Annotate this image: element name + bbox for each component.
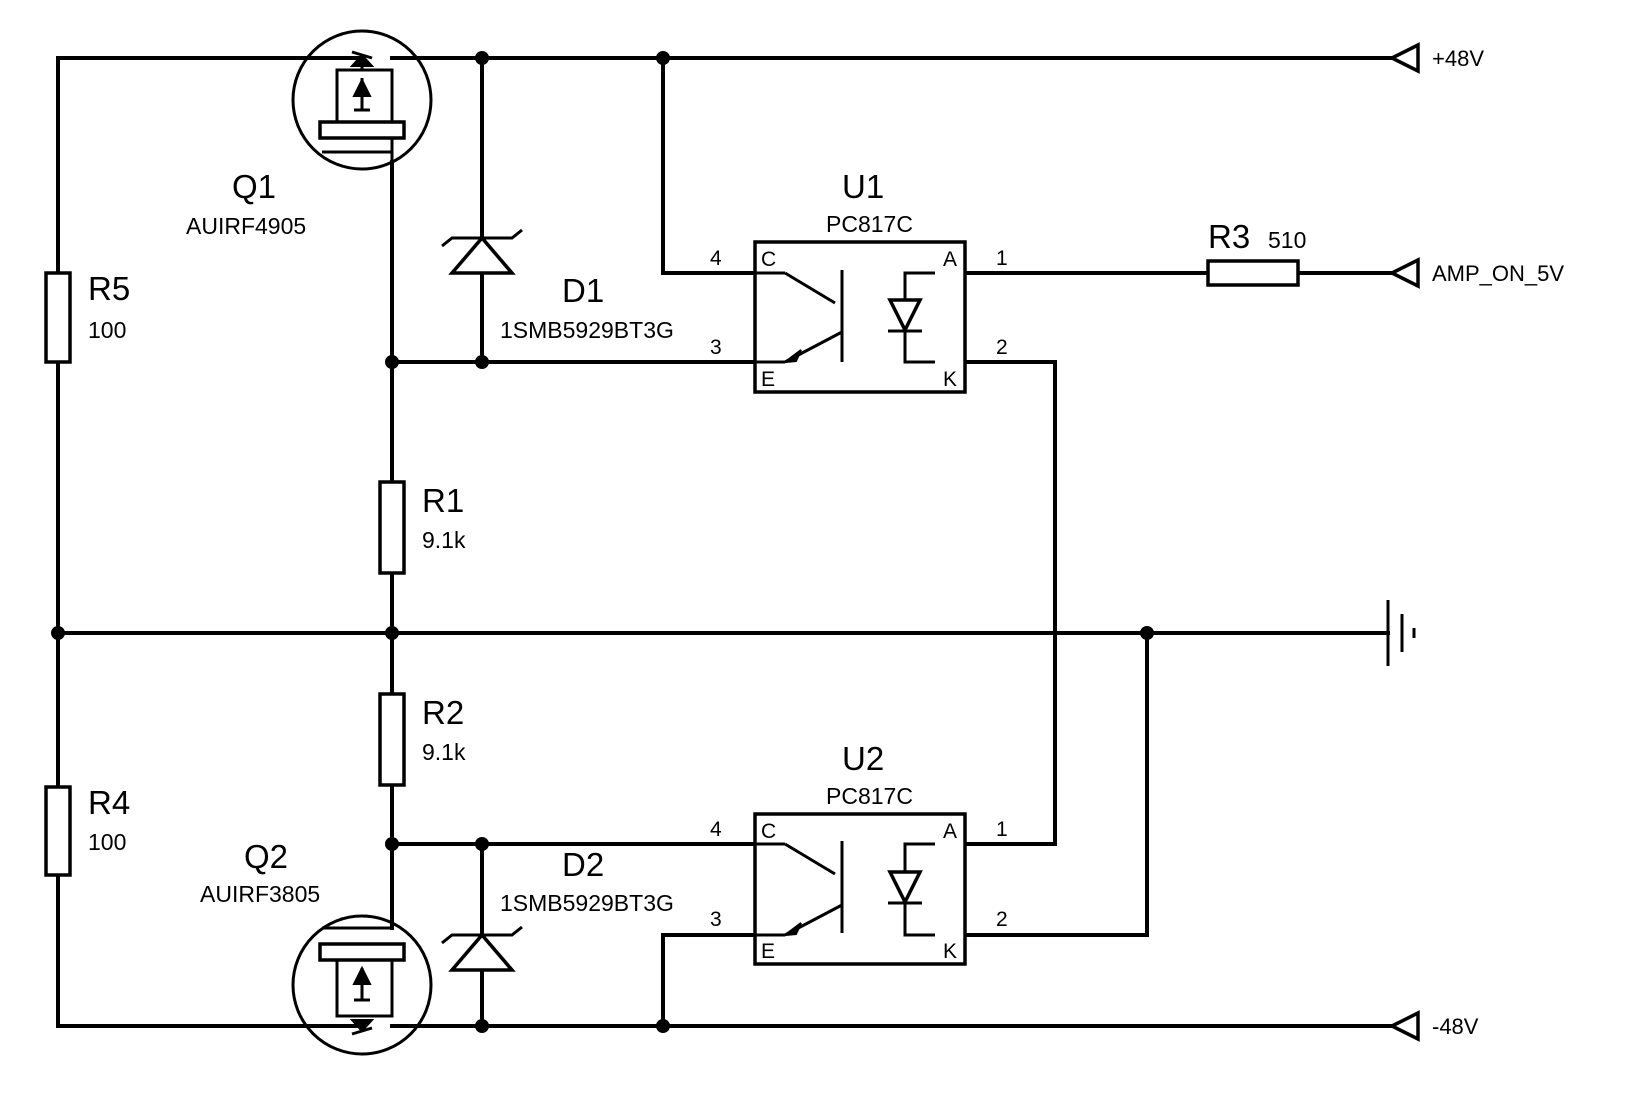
resistor-r1: R1 9.1k <box>378 480 466 575</box>
resistor-r3: R3 510 <box>1206 218 1306 287</box>
ground-symbol <box>1386 600 1416 666</box>
net-port-neg48: -48V <box>1388 1010 1479 1042</box>
d2-ref: D2 <box>562 846 604 883</box>
zener-d2: D2 1SMB5929BT3G <box>441 846 674 972</box>
r2-ref: R2 <box>422 694 464 731</box>
net-port-amp-on: AMP_ON_5V <box>1388 257 1564 289</box>
junction-dot <box>475 837 489 851</box>
resistor-r5: R5 100 <box>44 270 130 364</box>
mosfet-q2-icon <box>291 914 433 1056</box>
u1-pin-num-4: 4 <box>710 247 722 270</box>
r1-value: 9.1k <box>422 527 466 553</box>
net-label-amp-on: AMP_ON_5V <box>1432 261 1564 286</box>
resistor-r2: R2 9.1k <box>378 692 466 787</box>
r5-value: 100 <box>88 317 126 343</box>
u1-pin-num-1: 1 <box>996 247 1008 270</box>
wires <box>56 56 1394 1028</box>
port-arrow-icon <box>1388 1010 1420 1042</box>
optocoupler-u1-icon <box>753 240 967 394</box>
u1-pin-e: E <box>761 368 775 391</box>
junction-dot <box>656 51 670 65</box>
resistor-r1-icon <box>378 480 406 575</box>
u1-ref: U1 <box>842 168 884 205</box>
u2-value: PC817C <box>826 783 913 809</box>
port-arrow-icon <box>1388 42 1420 74</box>
r4-ref: R4 <box>88 784 130 821</box>
r5-ref: R5 <box>88 270 130 307</box>
r3-value: 510 <box>1268 227 1306 253</box>
resistor-r2-icon <box>378 692 406 787</box>
u1-pin-num-2: 2 <box>996 336 1008 359</box>
junction-dot <box>656 1019 670 1033</box>
optocoupler-u2-icon <box>753 812 967 966</box>
r3-ref: R3 <box>1208 218 1250 255</box>
u2-pin-e: E <box>761 940 775 963</box>
ground-icon <box>1386 600 1416 666</box>
u1-pin-k: K <box>943 368 957 391</box>
u1-value: PC817C <box>826 211 913 237</box>
q2-value: AUIRF3805 <box>200 881 320 907</box>
q1-value: AUIRF4905 <box>186 213 306 239</box>
zener-d1-icon <box>448 235 516 275</box>
junction-dot <box>385 355 399 369</box>
junction-dot <box>385 626 399 640</box>
d1-value: 1SMB5929BT3G <box>500 317 674 343</box>
net-label-pos48: +48V <box>1432 46 1484 71</box>
optocoupler-u1: C E A K 4 3 1 2 U1 PC817C <box>710 168 1008 394</box>
junction-dot <box>51 626 65 640</box>
mosfet-q1: Q1 AUIRF4905 <box>186 29 433 239</box>
junction-dot <box>475 1019 489 1033</box>
u1-pin-num-3: 3 <box>710 336 722 359</box>
u2-pin-num-2: 2 <box>996 908 1008 931</box>
u2-pin-num-4: 4 <box>710 818 722 841</box>
net-label-neg48: -48V <box>1432 1014 1479 1039</box>
junction-dot <box>475 51 489 65</box>
u2-pin-a: A <box>943 820 957 843</box>
q1-ref: Q1 <box>232 168 276 205</box>
resistor-r4-icon <box>44 785 72 877</box>
optocoupler-u2: C E A K 4 3 1 2 U2 PC817C <box>710 740 1008 966</box>
q2-ref: Q2 <box>244 838 288 875</box>
resistor-r4: R4 100 <box>44 784 130 877</box>
net-port-pos48: +48V <box>1388 42 1484 74</box>
r1-ref: R1 <box>422 482 464 519</box>
u2-ref: U2 <box>842 740 884 777</box>
zener-d1: D1 1SMB5929BT3G <box>441 228 674 343</box>
junction-dot <box>1140 626 1154 640</box>
u2-pin-num-1: 1 <box>996 818 1008 841</box>
mosfet-q2: Q2 AUIRF3805 <box>200 838 433 1056</box>
d2-value: 1SMB5929BT3G <box>500 890 674 916</box>
d1-ref: D1 <box>562 272 604 309</box>
mosfet-q1-icon <box>291 29 433 171</box>
port-arrow-icon <box>1388 257 1420 289</box>
u1-pin-c: C <box>761 248 776 271</box>
resistor-r5-icon <box>44 271 72 364</box>
zener-d2-icon <box>448 932 516 972</box>
r4-value: 100 <box>88 829 126 855</box>
u1-pin-a: A <box>943 248 957 271</box>
junctions <box>51 51 1154 1033</box>
u2-pin-num-3: 3 <box>710 908 722 931</box>
junction-dot <box>385 837 399 851</box>
u2-pin-k: K <box>943 940 957 963</box>
r2-value: 9.1k <box>422 739 466 765</box>
junction-dot <box>475 355 489 369</box>
u2-pin-c: C <box>761 820 776 843</box>
resistor-r3-icon <box>1206 259 1300 287</box>
